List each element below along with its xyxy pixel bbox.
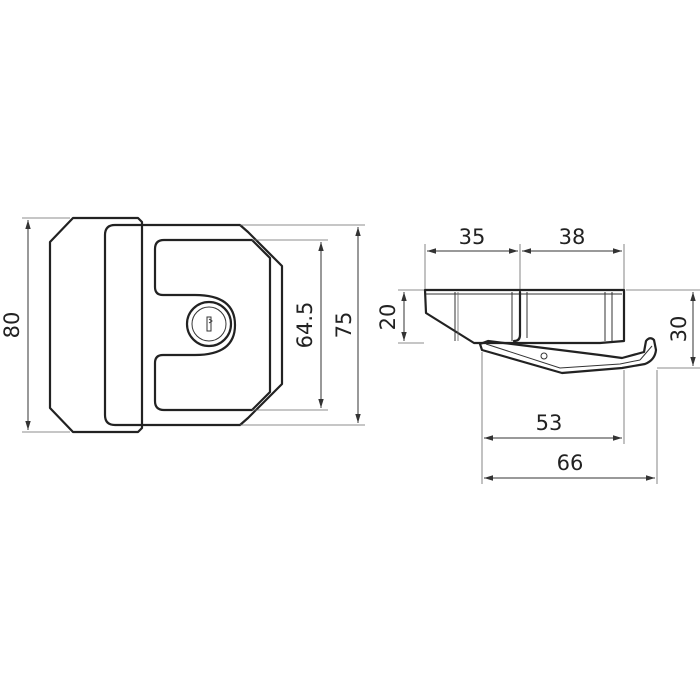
front-cover [103, 223, 284, 427]
dim-side-right-height: 30 [626, 289, 700, 369]
dim-38-label: 38 [559, 225, 586, 249]
dim-front-total-height: 80 [0, 217, 70, 433]
dim-75-label: 75 [332, 312, 356, 339]
dim-side-bottom-inner: 53 [481, 352, 625, 484]
dim-80-label: 80 [0, 312, 24, 339]
dim-side-top-left: 35 [424, 225, 521, 289]
dim-side-bottom-outer: 66 [484, 370, 658, 484]
dim-front-body-height: 75 [240, 224, 365, 426]
dim-64-5-label: 64.5 [293, 302, 317, 349]
dim-35-label: 35 [459, 225, 486, 249]
side-body [423, 288, 626, 345]
front-back-plate [48, 216, 144, 434]
dim-30-label: 30 [667, 316, 691, 343]
dim-front-cutout-height: 64.5 [252, 239, 328, 411]
dim-side-top-right: 38 [522, 225, 625, 289]
lock-cylinder-icon [185, 300, 233, 348]
dim-20-label: 20 [376, 304, 400, 331]
dim-side-left-height: 20 [376, 289, 424, 344]
side-spring-plate [478, 337, 658, 375]
dim-66-label: 66 [557, 451, 584, 475]
dim-53-label: 53 [536, 411, 563, 435]
front-view: 80 64.5 75 [0, 216, 365, 434]
side-view: 35 38 20 30 53 [376, 225, 700, 484]
front-inner-recess [153, 238, 272, 412]
